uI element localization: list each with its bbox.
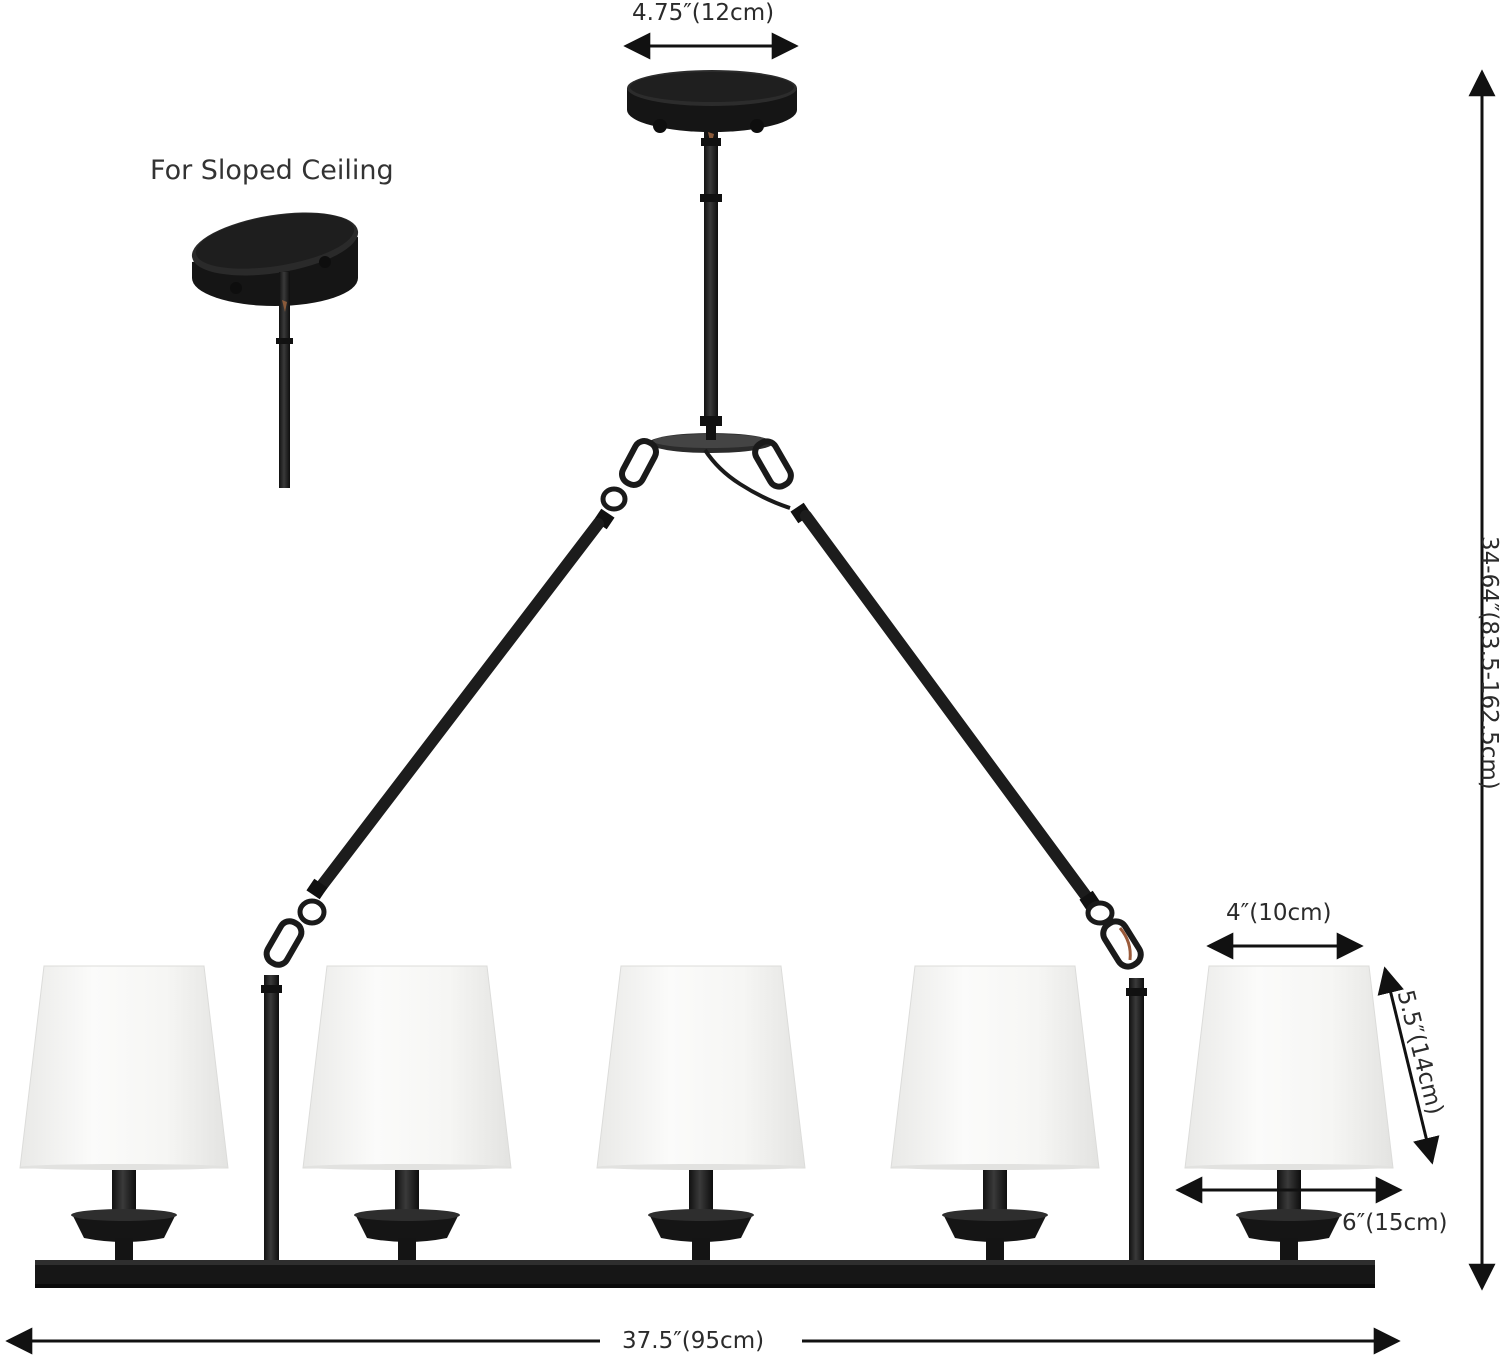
right-post xyxy=(1129,978,1144,1260)
shade-height-arrow xyxy=(1377,966,1440,1165)
lamp-shade xyxy=(302,965,512,1170)
lamp-holder xyxy=(648,1168,754,1262)
shade-bottom-width-label: 6″(15cm) xyxy=(1342,1210,1448,1236)
left-post-collar xyxy=(261,985,282,993)
overall-height-label: 34-64″(83.5-162.5cm) xyxy=(1476,536,1500,790)
bottom-bar xyxy=(35,1260,1375,1288)
left-hanging-arm xyxy=(263,438,659,968)
left-post xyxy=(264,975,279,1260)
right-post-collar xyxy=(1126,988,1147,996)
lamp-holder xyxy=(354,1168,460,1262)
lamp-shade xyxy=(1184,965,1394,1170)
right-hanging-arm xyxy=(752,438,1144,970)
lamp-shade xyxy=(596,965,806,1170)
down-rod xyxy=(700,146,722,426)
sloped-ceiling-label: For Sloped Ceiling xyxy=(150,155,394,186)
shade-top-width-label: 4″(10cm) xyxy=(1226,900,1332,926)
lamp-shades xyxy=(19,965,1394,1170)
lamp-shade xyxy=(890,965,1100,1170)
ceiling-canopy xyxy=(627,70,797,146)
lamp-holder xyxy=(942,1168,1048,1262)
lamp-holder xyxy=(1236,1168,1342,1262)
lamp-holders xyxy=(71,1168,1342,1262)
lamp-holder xyxy=(71,1168,177,1262)
sloped-ceiling-canopy xyxy=(191,212,359,488)
dimension-lines xyxy=(5,32,1496,1355)
canopy-diameter-label: 4.75″(12cm) xyxy=(632,0,775,26)
lamp-shade xyxy=(19,965,229,1170)
center-hub xyxy=(649,426,791,510)
overall-length-label: 37.5″(95cm) xyxy=(622,1328,765,1354)
